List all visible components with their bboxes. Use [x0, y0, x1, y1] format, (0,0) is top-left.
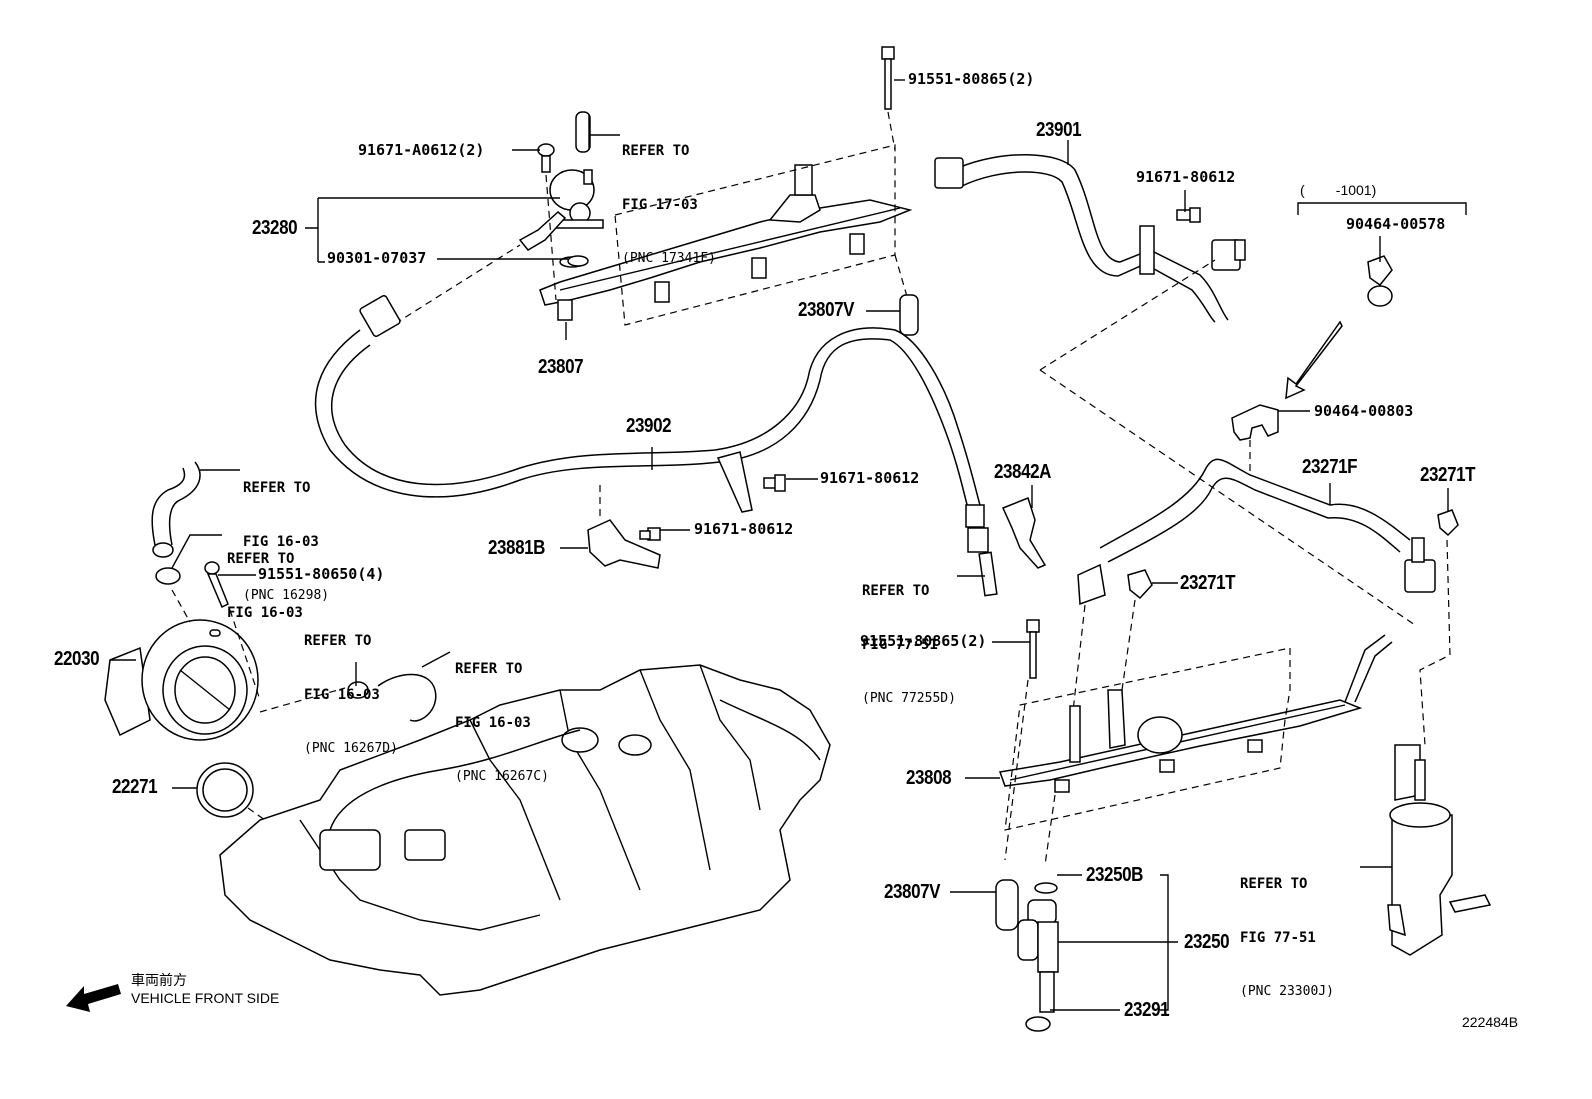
- part-label[interactable]: 90464-00578: [1346, 215, 1446, 233]
- refer-line1: REFER TO: [304, 633, 372, 649]
- fuel-pump-refer-23300j[interactable]: [1387, 744, 1492, 956]
- refer-note-17-03[interactable]: REFER TO FIG 17-03 (PNC 17341F): [622, 106, 716, 286]
- refer-note-77255d[interactable]: REFER TO FIG 77-51 (PNC 77255D): [862, 546, 956, 726]
- refer-pnc: (PNC 16298): [243, 588, 330, 603]
- insulator-23807v-bottom[interactable]: [995, 879, 1019, 931]
- part-label[interactable]: 23881B: [488, 537, 546, 559]
- refer-note-16-03-clamp[interactable]: REFER TO FIG 16-03: [227, 514, 303, 640]
- refer-line2: FIG 17-03: [622, 197, 698, 213]
- serial-range-note: ( -1001): [1300, 182, 1377, 198]
- o-ring-90301[interactable]: [567, 255, 589, 267]
- pipe-refer-77255d: [978, 551, 998, 597]
- arrow-front-left-icon: [66, 984, 121, 1012]
- fuel-injector-23250[interactable]: [1017, 899, 1059, 1013]
- refer-pnc: (PNC 16267D): [304, 741, 398, 756]
- bolt-91671-80612-b[interactable]: [763, 474, 786, 492]
- refer-note-16267c[interactable]: REFER TO FIG 16-03 (PNC 16267C): [455, 624, 549, 804]
- intake-manifold: [219, 664, 831, 996]
- part-label[interactable]: 90464-00803: [1314, 402, 1414, 420]
- part-label[interactable]: 23808: [906, 767, 952, 789]
- part-label[interactable]: 23271T: [1180, 572, 1236, 594]
- figure-code: 222484B: [1462, 1014, 1519, 1030]
- leader-lines: [110, 79, 1449, 1011]
- refer-line2: FIG 16-03: [227, 605, 303, 621]
- refer-line1: REFER TO: [1240, 876, 1308, 892]
- refer-line2: FIG 16-03: [243, 534, 319, 550]
- bolt-91551-80865-top[interactable]: [881, 46, 895, 110]
- part-label[interactable]: 91551-80865(2): [908, 70, 1035, 88]
- clip-90464-00803[interactable]: [1231, 404, 1279, 441]
- clip-23271t-mid[interactable]: [1127, 569, 1153, 600]
- part-label[interactable]: 90301-07037: [327, 249, 427, 267]
- part-label[interactable]: 23271F: [1302, 456, 1358, 478]
- part-label[interactable]: 23842A: [994, 461, 1052, 483]
- part-label[interactable]: 23291: [1124, 999, 1170, 1021]
- part-label[interactable]: 23807V: [884, 881, 941, 903]
- bracket-23881b[interactable]: [587, 519, 661, 569]
- clip-90464-00578[interactable]: [1367, 255, 1393, 307]
- fuel-hose-23901[interactable]: [934, 154, 1246, 323]
- seal-23291[interactable]: [1025, 1016, 1051, 1032]
- clip-23842a[interactable]: [1001, 497, 1047, 569]
- refer-line1: REFER TO: [243, 480, 311, 496]
- part-label[interactable]: 22271: [112, 776, 158, 798]
- hose-refer-16267c: [377, 673, 437, 722]
- bolt-91671-a0612[interactable]: [537, 143, 555, 173]
- refer-line1: REFER TO: [455, 661, 523, 677]
- part-label[interactable]: 23902: [626, 415, 672, 437]
- part-label[interactable]: 91671-80612: [694, 520, 794, 538]
- refer-line2: FIG 77-51: [862, 637, 938, 653]
- part-label[interactable]: 91551-80650(4): [258, 565, 385, 583]
- part-label[interactable]: 23280: [252, 217, 298, 239]
- clamp-refer-16267d: [347, 681, 369, 699]
- refer-note-16267d[interactable]: REFER TO FIG 16-03 (PNC 16267D): [304, 596, 398, 776]
- fuel-pressure-damper[interactable]: [518, 111, 604, 251]
- part-label[interactable]: 91671-A0612(2): [358, 141, 485, 159]
- part-label[interactable]: 23271T: [1420, 464, 1476, 486]
- refer-note-16298[interactable]: REFER TO FIG 16-03 (PNC 16298): [243, 443, 329, 623]
- refer-line1: REFER TO: [862, 583, 930, 599]
- fuel-rail-left-bank[interactable]: [539, 164, 913, 321]
- refer-line2: FIG 16-03: [304, 687, 380, 703]
- part-label[interactable]: 23807: [538, 356, 584, 378]
- fuel-hose-23902[interactable]: [314, 294, 989, 553]
- refer-line2: FIG 77-51: [1240, 930, 1316, 946]
- part-label[interactable]: 23901: [1036, 119, 1082, 141]
- hose-refer-16298: [151, 461, 201, 558]
- orientation-label-en: VEHICLE FRONT SIDE: [131, 990, 280, 1006]
- part-label[interactable]: 91671-80612: [820, 469, 920, 487]
- refer-pnc: (PNC 16267C): [455, 769, 549, 784]
- refer-pnc: (PNC 77255D): [862, 691, 956, 706]
- part-label[interactable]: 91671-80612: [1136, 168, 1236, 186]
- bolt-91671-80612-a[interactable]: [1176, 207, 1201, 223]
- refer-line1: REFER TO: [227, 551, 295, 567]
- refer-note-23300j[interactable]: REFER TO FIG 77-51 (PNC 23300J): [1240, 839, 1334, 1019]
- bolt-91551-80650[interactable]: [204, 561, 229, 609]
- view-direction-arrow-icon: [1285, 320, 1343, 400]
- part-label[interactable]: 23250B: [1086, 864, 1144, 886]
- part-label[interactable]: 22030: [54, 648, 100, 670]
- fuel-hose-23271f[interactable]: [1077, 458, 1436, 606]
- refer-line1: REFER TO: [622, 143, 690, 159]
- o-ring-23250b[interactable]: [1034, 882, 1058, 894]
- refer-pnc: (PNC 17341F): [622, 251, 716, 266]
- part-label[interactable]: 91551-80865(2): [860, 632, 987, 650]
- refer-line2: FIG 16-03: [455, 715, 531, 731]
- clip-23271t-right[interactable]: [1437, 509, 1459, 537]
- fuel-rail-right-bank[interactable]: [998, 634, 1393, 793]
- insulator-23807v-top[interactable]: [899, 294, 919, 336]
- bolt-91671-80612-c[interactable]: [639, 527, 661, 541]
- clamp-refer-16-03: [155, 567, 181, 585]
- part-label[interactable]: 23807V: [798, 299, 855, 321]
- part-label[interactable]: 23250: [1184, 931, 1230, 953]
- orientation-label-jp: 車両前方: [131, 972, 187, 988]
- bolt-91551-80865-mid[interactable]: [1026, 619, 1040, 679]
- throttle-body-22030[interactable]: [104, 619, 259, 741]
- refer-pnc: (PNC 23300J): [1240, 984, 1334, 999]
